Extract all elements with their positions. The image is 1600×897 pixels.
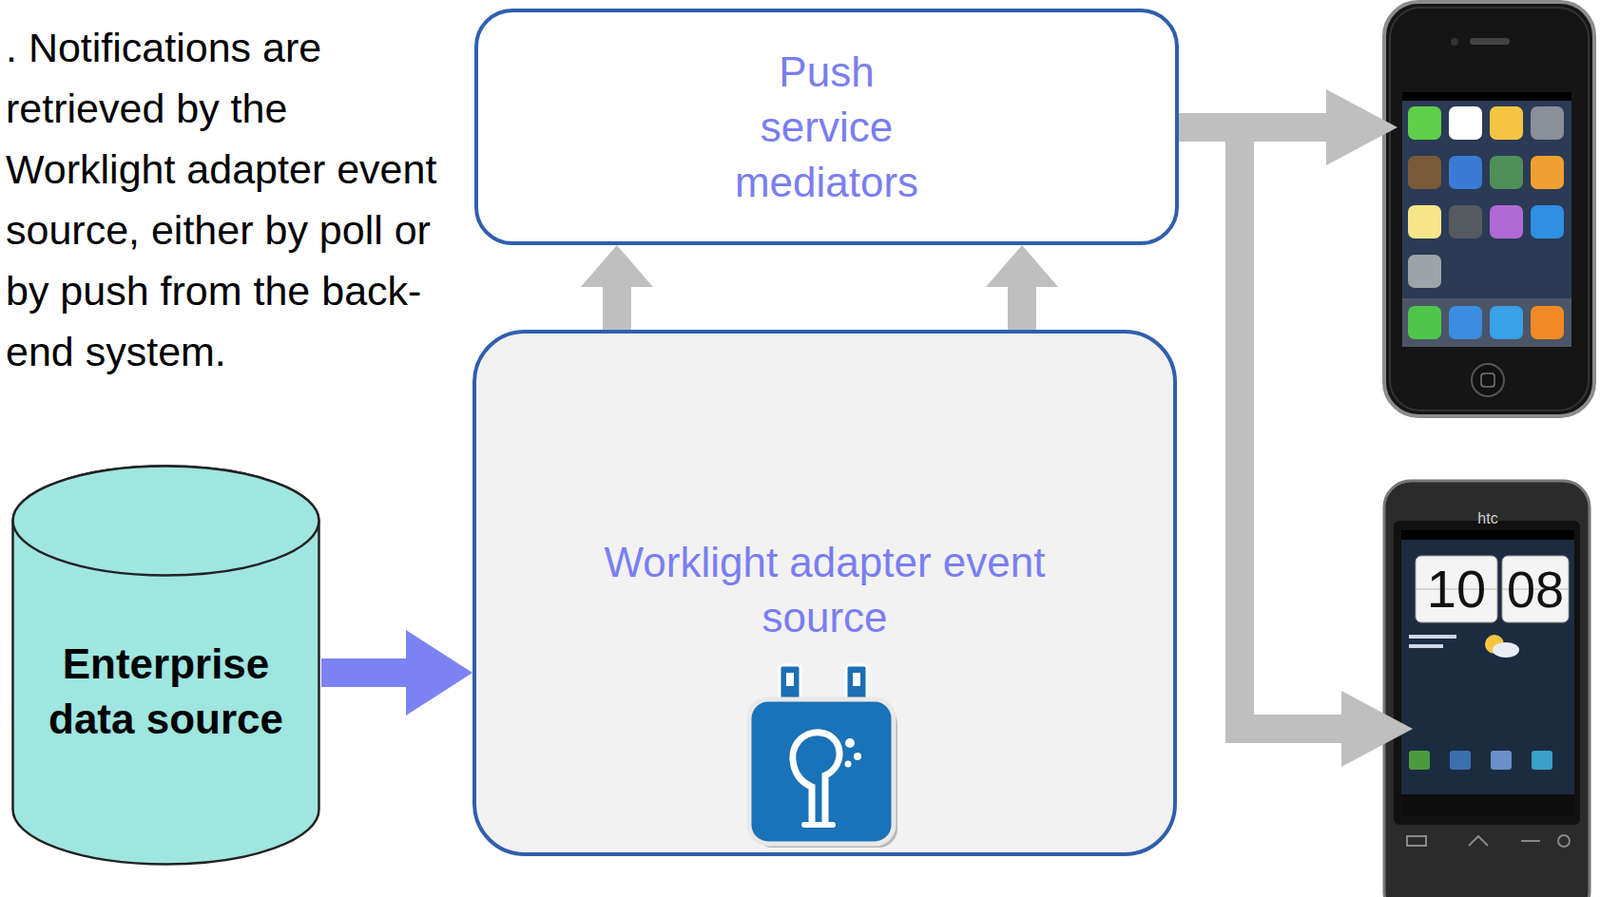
- drawing-part: [1531, 751, 1553, 771]
- drawing-part: [1490, 751, 1512, 771]
- push-to-device-arrows: [1178, 89, 1413, 768]
- drawing-part: [1401, 530, 1575, 816]
- drawing-part: [1408, 635, 1457, 639]
- drawing-part: [1225, 127, 1254, 730]
- drawing-part: [1389, 7, 1589, 411]
- drawing-part: [1402, 106, 1572, 347]
- drawing-part: [1530, 306, 1564, 340]
- drawing-part: [1407, 306, 1442, 340]
- cylinder-top: [13, 466, 320, 577]
- drawing-part: [1448, 306, 1483, 340]
- flow-arrow: [985, 245, 1059, 330]
- drawing-part: [792, 732, 840, 822]
- drawing-part: [1502, 556, 1569, 623]
- mediator-box: Push service mediators: [474, 8, 1179, 246]
- node-text: Enterprise data source: [28, 636, 305, 748]
- drawing-part: [1401, 794, 1575, 816]
- drawing-part: [1384, 481, 1590, 897]
- drawing-part: [1530, 106, 1564, 140]
- drawing-part: [845, 761, 852, 769]
- drawing-part: [1408, 751, 1430, 771]
- drawing-part: [1225, 691, 1413, 768]
- drawing-part: [1408, 644, 1444, 649]
- drawing-part: [1489, 306, 1523, 340]
- drawing-part: [1448, 106, 1483, 140]
- drawing-part: [1471, 364, 1504, 397]
- flow-arrow: [580, 245, 654, 330]
- drawing-part: [1448, 205, 1483, 239]
- brand-mark: htc: [1454, 509, 1522, 529]
- drawing-part: [1530, 155, 1564, 190]
- drawing-part: [1489, 205, 1523, 239]
- drawing-part: [1402, 298, 1572, 347]
- adapter-box: Worklight adapter event source: [472, 329, 1177, 857]
- drawing-part: [786, 673, 794, 687]
- drawing-part: [749, 699, 894, 845]
- drawing-part: [1415, 556, 1498, 623]
- drawing-part: [845, 738, 855, 749]
- clock-digits: 08: [1502, 556, 1569, 623]
- iphone-illustration: [1384, 1, 1595, 417]
- node-text: Worklight adapter event source: [568, 535, 1082, 646]
- drawing-part: [1521, 840, 1541, 843]
- node-text: Push service mediators: [717, 44, 937, 211]
- drawing-part: [852, 673, 861, 687]
- drawing-part: [1178, 89, 1398, 166]
- drawing-part: [1558, 835, 1570, 848]
- drawing-part: [1530, 205, 1564, 239]
- drawing-part: [1407, 106, 1442, 140]
- clock-digits: 10: [1415, 556, 1498, 623]
- drawing-part: [1481, 373, 1495, 387]
- drawing-part: [804, 822, 833, 829]
- drawing-part: [1449, 751, 1471, 771]
- drawing-part: [1407, 155, 1442, 190]
- drawing-part: [1402, 92, 1572, 101]
- drawing-part: [1407, 836, 1427, 847]
- drawing-part: [1492, 642, 1520, 658]
- drawing-part: [1469, 38, 1510, 45]
- drawing-part: [1407, 254, 1442, 289]
- drawing-part: [1468, 836, 1488, 847]
- drawing-part: [1489, 106, 1523, 140]
- drawing-part: [1401, 530, 1575, 540]
- drawing-part: [1450, 38, 1459, 46]
- adapter-icon: [743, 661, 902, 850]
- drawing-part: [1384, 1, 1595, 417]
- drawing-part: [1407, 205, 1442, 239]
- drawing-part: [1489, 155, 1523, 190]
- cylinder-body: [13, 466, 320, 866]
- drawing-part: [1393, 520, 1581, 826]
- drawing-part: [853, 752, 862, 761]
- drawing-part: [1402, 92, 1572, 347]
- description-note: . Notifications are retrieved by the Wor…: [5, 17, 439, 383]
- htc-phone-illustration: [1384, 481, 1590, 897]
- database-cylinder: Enterprise data source: [10, 463, 322, 868]
- flow-arrow: [321, 630, 473, 716]
- drawing-part: [1448, 155, 1483, 190]
